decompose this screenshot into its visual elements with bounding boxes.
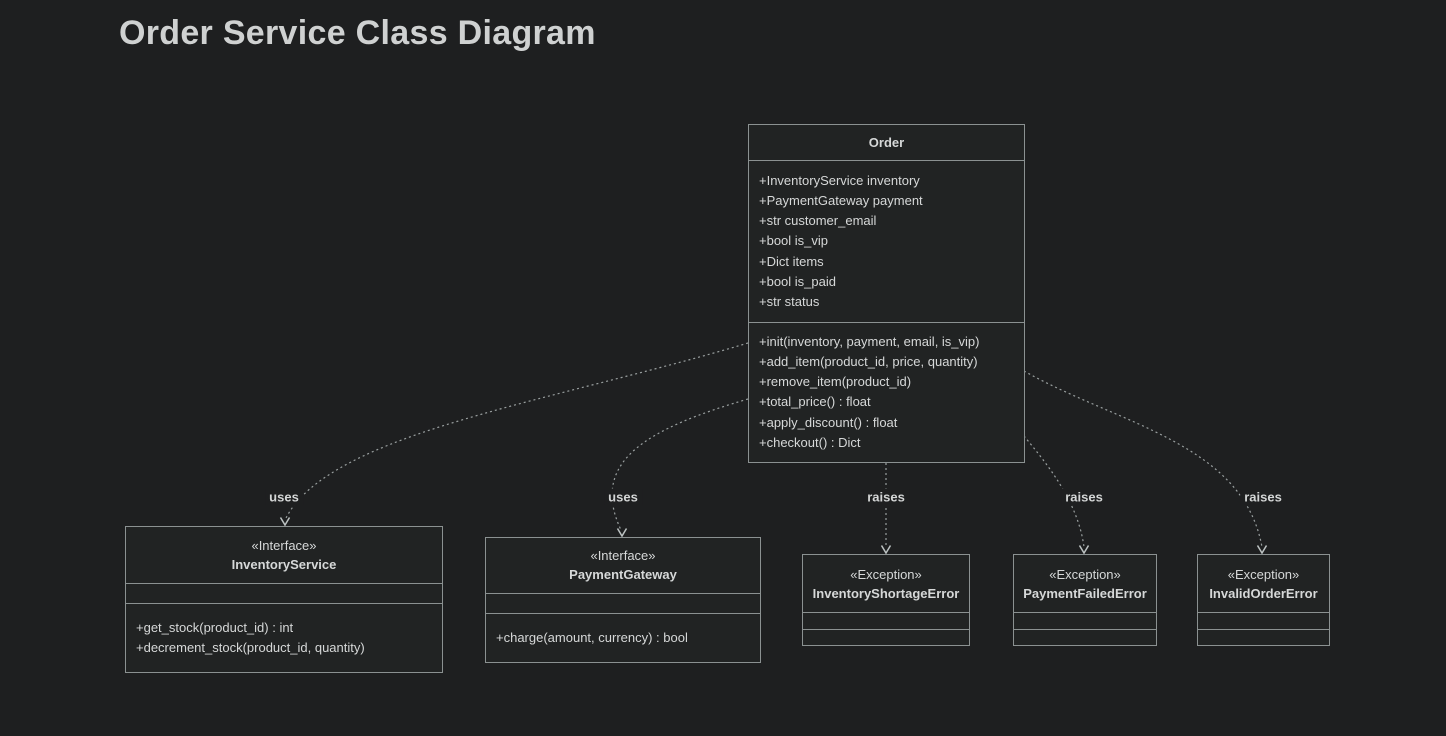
class-header-paymentfailederror: «Exception» PaymentFailedError [1014,555,1156,613]
class-box-paymentgateway: «Interface» PaymentGateway +charge(amoun… [485,537,761,663]
attribute-line: +InventoryService inventory [759,172,920,188]
methods-compartment-inventoryservice: +get_stock(product_id) : int +decrement_… [126,604,442,672]
edge-order-uses-inventoryservice [285,342,749,519]
class-header-order: Order [749,125,1024,161]
methods-compartment-order: +init(inventory, payment, email, is_vip)… [749,323,1024,462]
class-box-inventoryservice: «Interface» InventoryService +get_stock(… [125,526,443,673]
method-line: +get_stock(product_id) : int [136,619,294,635]
page-title: Order Service Class Diagram [119,14,596,52]
stereotype-label: «Interface» [251,537,317,553]
class-header-invalidordererror: «Exception» InvalidOrderError [1198,555,1329,613]
methods-compartment-invalidordererror [1198,630,1329,645]
edge-label-raises-paymentfailederror: raises [1061,488,1107,506]
edge-label-raises-inventoryshortageerror: raises [863,488,909,506]
attribute-line: +bool is_paid [759,273,836,289]
methods-compartment-paymentgateway: +charge(amount, currency) : bool [486,614,760,662]
attributes-compartment-inventoryservice [126,584,442,604]
class-name-invalidordererror: InvalidOrderError [1209,585,1318,601]
class-name-inventoryservice: InventoryService [231,556,337,572]
method-line: +remove_item(product_id) [759,374,912,390]
arrowhead-paymentgateway [616,528,628,538]
stereotype-label: «Interface» [590,548,656,564]
attribute-line: +Dict items [759,253,824,269]
attributes-compartment-order: +InventoryService inventory +PaymentGate… [749,161,1024,323]
edge-label-uses-inventoryservice: uses [265,488,303,506]
method-line: +decrement_stock(product_id, quantity) [136,639,365,655]
class-header-inventoryservice: «Interface» InventoryService [126,527,442,584]
attribute-line: +bool is_vip [759,233,829,249]
edge-order-uses-paymentgateway [611,398,749,531]
attributes-compartment-paymentgateway [486,594,760,614]
class-name-paymentgateway: PaymentGateway [569,567,677,583]
method-line: +add_item(product_id, price, quantity) [759,353,978,369]
attribute-line: +str customer_email [759,213,877,229]
class-box-invalidordererror: «Exception» InvalidOrderError [1197,554,1330,646]
class-name-paymentfailederror: PaymentFailedError [1023,585,1147,601]
method-line: +checkout() : Dict [759,434,861,450]
method-line: +charge(amount, currency) : bool [496,629,688,645]
arrowhead-inventoryshortageerror [880,545,892,555]
class-header-paymentgateway: «Interface» PaymentGateway [486,538,760,594]
methods-compartment-paymentfailederror [1014,630,1156,645]
class-name-order: Order [868,134,905,150]
class-box-inventoryshortageerror: «Exception» InventoryShortageError [802,554,970,646]
class-box-paymentfailederror: «Exception» PaymentFailedError [1013,554,1157,646]
attributes-compartment-invalidordererror [1198,613,1329,630]
method-line: +total_price() : float [759,394,871,410]
method-line: +apply_discount() : float [759,414,898,430]
attribute-line: +PaymentGateway payment [759,192,923,208]
methods-compartment-inventoryshortageerror [803,630,969,645]
method-line: +init(inventory, payment, email, is_vip) [759,333,980,349]
attribute-line: +str status [759,294,820,309]
stereotype-label: «Exception» [1049,566,1121,582]
stereotype-label: «Exception» [850,566,922,582]
attributes-compartment-paymentfailederror [1014,613,1156,630]
class-name-inventoryshortageerror: InventoryShortageError [812,585,960,601]
edge-label-raises-invalidordererror: raises [1240,488,1286,506]
edge-order-raises-invalidordererror [1023,370,1263,548]
arrowhead-inventoryservice [279,517,291,527]
class-header-inventoryshortageerror: «Exception» InventoryShortageError [803,555,969,613]
arrowhead-paymentfailederror [1078,545,1090,555]
stereotype-label: «Exception» [1227,566,1300,582]
arrowhead-invalidordererror [1256,545,1268,555]
attributes-compartment-inventoryshortageerror [803,613,969,630]
edge-label-uses-paymentgateway: uses [604,488,642,506]
class-box-order: Order +InventoryService inventory +Payme… [748,124,1025,463]
